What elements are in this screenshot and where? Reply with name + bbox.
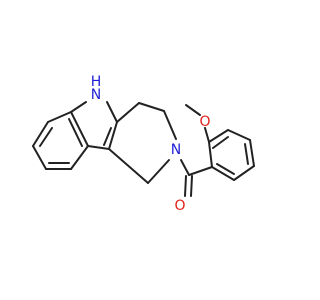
bond [249,139,255,167]
bond [188,166,213,176]
bond [116,102,140,123]
bond [227,129,251,141]
bond [32,145,47,170]
bond [208,141,213,168]
bond [244,143,249,165]
bond [70,145,89,170]
bond [184,175,187,197]
methoxy-o-atom: O [199,114,210,130]
indole-h-atom: H [91,74,102,90]
bond [108,121,118,150]
carbonyl-o-atom: O [174,198,185,214]
atom-labels: N H N O O [91,74,211,214]
indole-h-label: H [91,74,102,90]
bond [233,165,255,181]
indole-n-label: N [91,87,101,103]
structure-diagram: N H N O O [32,74,255,214]
bond [32,121,49,147]
amide-n-atom: N [171,142,181,158]
bond [185,104,201,116]
bond [180,159,190,176]
bond [163,110,177,140]
bond [103,127,112,146]
molecule-canvas: N H N O O [32,74,255,214]
bond [147,159,170,184]
bond [212,136,229,149]
bond [204,127,210,143]
bond [106,101,118,123]
bond [70,101,87,113]
bond [208,129,229,143]
bond [39,127,53,147]
bonds [32,101,255,197]
bond [70,111,89,147]
bond [47,111,72,123]
bond [87,145,110,150]
bond [211,166,235,181]
bond [190,175,193,197]
bond [108,148,149,184]
bond [68,118,83,147]
indole-nh-atom: N [91,87,101,103]
bond [216,163,235,175]
bond [138,102,165,112]
